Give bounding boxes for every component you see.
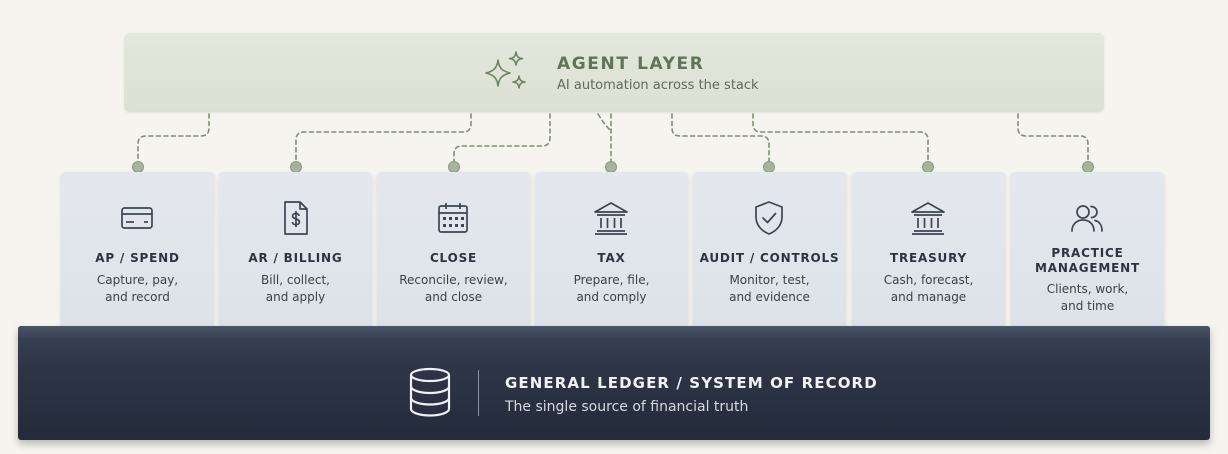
module-title: AP / SPEND xyxy=(95,251,180,265)
module-card-ap-spend: AP / SPEND Capture, pay, and record xyxy=(61,172,214,328)
connector-node-treasury xyxy=(922,161,934,173)
module-title: TREASURY xyxy=(890,251,967,265)
module-description: Reconcile, review, and close xyxy=(399,273,508,304)
module-description: Clients, work, and time xyxy=(1046,282,1129,313)
connector-practice xyxy=(1017,113,1089,163)
database-icon xyxy=(409,367,451,417)
module-title: PRACTICE MANAGEMENT xyxy=(1035,246,1140,275)
module-description: Monitor, test, and evidence xyxy=(729,273,810,304)
connector-node-practice xyxy=(1082,161,1094,173)
module-description: Capture, pay, and record xyxy=(96,273,179,304)
agent-layer-title: AGENT LAYER xyxy=(557,54,705,74)
module-title: AR / BILLING xyxy=(248,251,343,265)
connector-audit xyxy=(671,113,770,163)
users-icon xyxy=(1071,205,1103,232)
connector-node-ar-billing xyxy=(290,161,302,173)
connector-node-audit xyxy=(763,161,775,173)
ledger-subtitle: The single source of financial truth xyxy=(505,399,749,415)
ledger-title: GENERAL LEDGER / SYSTEM OF RECORD xyxy=(505,374,878,392)
connector-tax-a xyxy=(597,113,612,132)
connector-node-tax xyxy=(605,161,617,173)
module-card-treasury: TREASURY Cash, forecast, and manage xyxy=(852,172,1005,328)
ledger-divider xyxy=(478,370,479,416)
module-card-audit-controls: AUDIT / CONTROLS Monitor, test, and evid… xyxy=(693,172,846,328)
module-title: TAX xyxy=(597,251,626,265)
connector-ap-spend xyxy=(137,113,210,163)
calendar-icon xyxy=(438,203,468,233)
connector-treasury xyxy=(752,113,929,163)
connector-node-close xyxy=(448,161,460,173)
sparkles-icon xyxy=(485,51,526,89)
module-card-close: CLOSE Reconcile, review, and close xyxy=(377,172,530,328)
agent-layer-subtitle: AI automation across the stack xyxy=(557,78,759,93)
module-card-tax: TAX Prepare, file, and comply xyxy=(535,172,688,328)
connector-close xyxy=(453,113,551,163)
module-card-ar-billing: AR / BILLING Bill, collect, and apply xyxy=(219,172,372,328)
module-card-practice-management: PRACTICE MANAGEMENT Clients, work, and t… xyxy=(1011,172,1164,328)
bank-building-icon xyxy=(594,202,628,235)
module-title: CLOSE xyxy=(429,251,478,265)
ledger-top-edge xyxy=(18,326,1210,338)
agent-layer-panel: AGENT LAYER AI automation across the sta… xyxy=(124,32,1104,112)
module-description: Cash, forecast, and manage xyxy=(883,273,974,304)
credit-card-icon xyxy=(121,207,153,229)
invoice-dollar-icon xyxy=(284,201,308,235)
module-title: AUDIT / CONTROLS xyxy=(699,251,840,265)
connector-ar-billing xyxy=(295,113,472,163)
module-description: Bill, collect, and apply xyxy=(261,273,330,304)
connector-node-ap-spend xyxy=(132,161,144,173)
module-description: Prepare, file, and comply xyxy=(573,273,650,304)
shield-check-icon xyxy=(755,201,783,235)
general-ledger-base: GENERAL LEDGER / SYSTEM OF RECORD The si… xyxy=(18,326,1210,440)
bank-building-icon xyxy=(911,202,945,235)
